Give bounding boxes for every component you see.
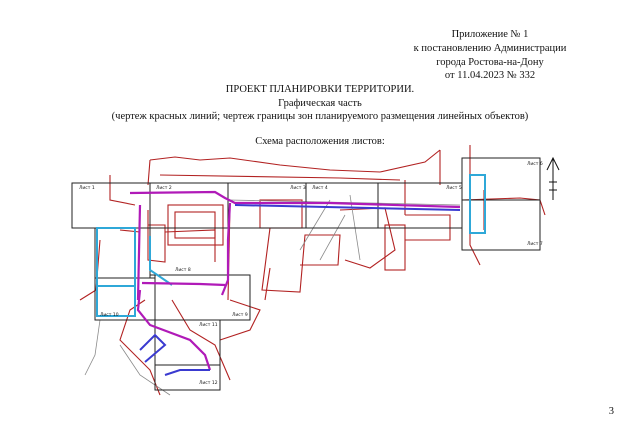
sheet-label-11: Лист 11 [199,322,218,328]
sheet-label-2: Лист 2 [156,185,172,191]
document-subtitle: (чертеж красных линий; чертеж границы зо… [111,111,529,122]
title-block: ПРОЕКТ ПЛАНИРОВКИ ТЕРРИТОРИИ. Графическа… [60,83,580,124]
scheme-caption: Схема расположения листов: [255,136,385,147]
sheet-labels: Лист 1 Лист 2 Лист 3 Лист 4 Лист 5 Лист … [79,161,543,386]
appendix-line-2: к постановлению Администрации [413,42,567,54]
appendix-block: Приложение № 1 к постановлению Администр… [370,28,610,83]
appendix-line-3: города Ростова-на-Дону [436,56,544,68]
planned-route-alt [139,204,461,376]
sheet-label-7: Лист 7 [527,241,543,247]
sheet-label-4: Лист 4 [312,185,328,191]
sheet-label-9: Лист 9 [232,312,248,318]
sheet-label-3: Лист 3 [290,185,306,191]
sheet-label-8: Лист 8 [175,267,191,273]
document-title: ПРОЕКТ ПЛАНИРОВКИ ТЕРРИТОРИИ. [225,84,415,95]
sheet-label-1: Лист 1 [79,185,95,191]
page-number: 3 [608,406,614,417]
document-part: Графическая часть [278,97,362,109]
north-arrow-icon [546,156,560,200]
planned-route [129,190,461,371]
sheet-label-6: Лист 6 [527,161,543,167]
sheet-label-5: Лист 5 [446,185,462,191]
zone-boundaries [96,174,486,317]
appendix-line-4: от 11.04.2023 № 332 [444,70,536,82]
appendix-line-1: Приложение № 1 [451,29,529,40]
sheet-label-12: Лист 12 [199,380,218,386]
sheet-label-10: Лист 10 [100,312,119,318]
